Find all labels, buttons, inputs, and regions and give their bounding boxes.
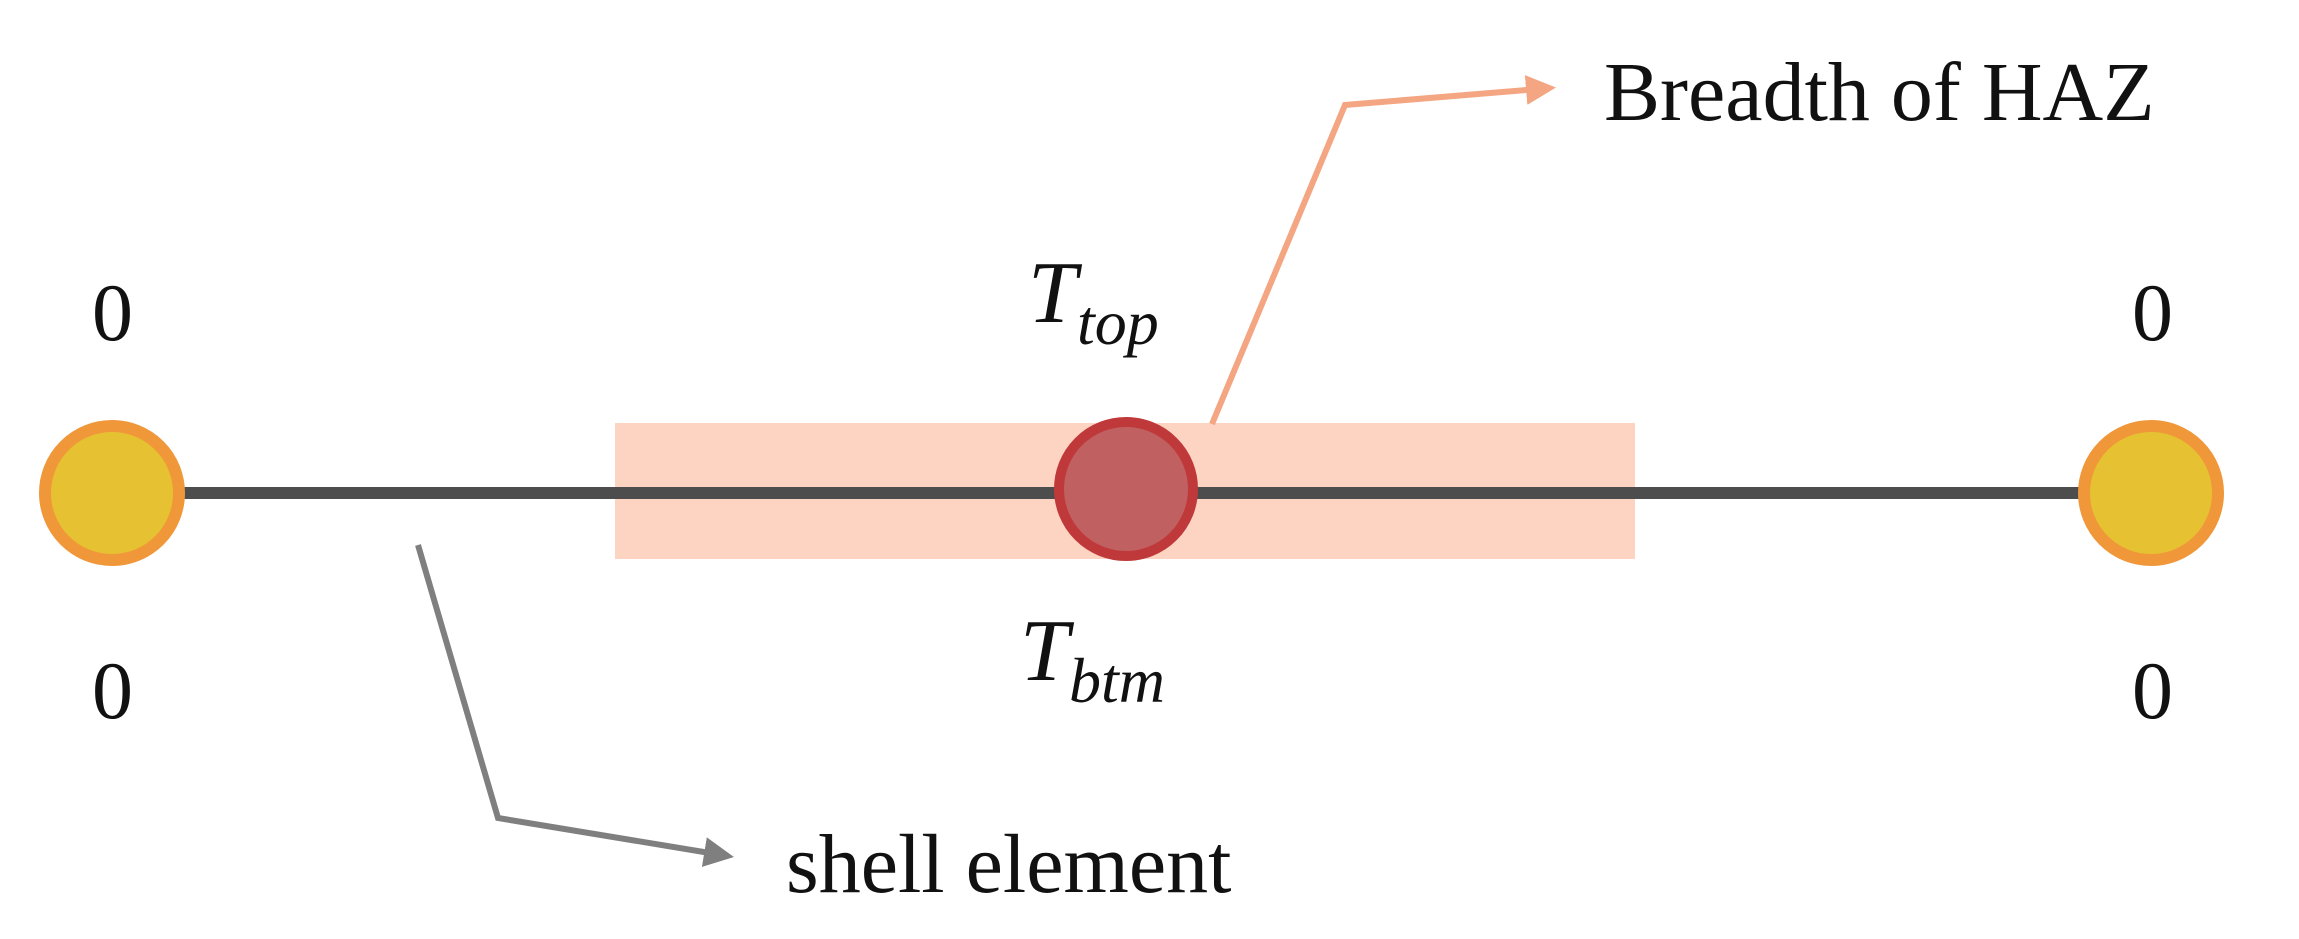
left-bottom-value: 0 xyxy=(92,645,133,736)
t-btm-subscript: btm xyxy=(1069,645,1165,716)
shell-callout-label: shell element xyxy=(786,818,1232,911)
t-btm-label: Tbtm xyxy=(1020,603,1165,716)
center-weld-node xyxy=(1054,417,1198,561)
right-bottom-value: 0 xyxy=(2132,645,2173,736)
right-top-value: 0 xyxy=(2132,267,2173,358)
right-end-node xyxy=(2078,420,2224,566)
t-btm-main: T xyxy=(1020,603,1075,700)
haz-callout-arrow xyxy=(1209,75,1556,426)
t-top-subscript: top xyxy=(1077,287,1159,358)
haz-callout-label: Breadth of HAZ xyxy=(1604,46,2155,139)
shell-callout-arrow xyxy=(415,544,734,867)
t-top-label: Ttop xyxy=(1028,245,1159,358)
left-top-value: 0 xyxy=(92,267,133,358)
t-top-main: T xyxy=(1028,245,1083,342)
left-end-node xyxy=(39,420,185,566)
